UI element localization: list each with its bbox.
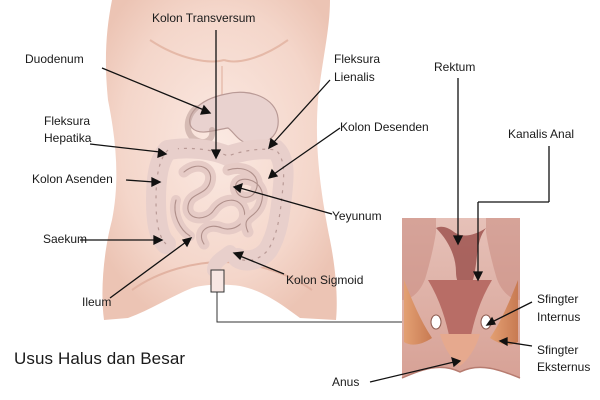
label-saekum: Saekum: [43, 232, 87, 247]
rectum-cross-section: [402, 218, 520, 400]
label-sfingter-internus-line2: Internus: [537, 310, 580, 325]
label-ileum: Ileum: [82, 295, 111, 310]
label-anus: Anus: [332, 375, 359, 390]
diagram-title: Usus Halus dan Besar: [14, 349, 185, 369]
label-fleksura-lienalis-line1: Fleksura: [334, 52, 380, 67]
label-fleksura-hepatika-line2: Hepatika: [44, 131, 91, 146]
label-sfingter-eksternus-line1: Sfingter: [537, 343, 578, 358]
label-kolon-asenden: Kolon Asenden: [32, 172, 113, 187]
label-kolon-desenden: Kolon Desenden: [340, 120, 429, 135]
label-sfingter-internus-line1: Sfingter: [537, 292, 578, 307]
label-duodenum: Duodenum: [25, 52, 84, 67]
label-kolon-transversum: Kolon Transversum: [152, 11, 255, 26]
label-fleksura-lienalis-line2: Lienalis: [334, 70, 375, 85]
label-rektum: Rektum: [434, 60, 475, 75]
label-kolon-sigmoid: Kolon Sigmoid: [286, 273, 363, 288]
label-sfingter-eksternus-line2: Eksternus: [537, 360, 590, 375]
label-kanalis-anal: Kanalis Anal: [508, 127, 574, 142]
label-fleksura-hepatika-line1: Fleksura: [44, 114, 90, 129]
label-yeyunum: Yeyunum: [332, 209, 382, 224]
